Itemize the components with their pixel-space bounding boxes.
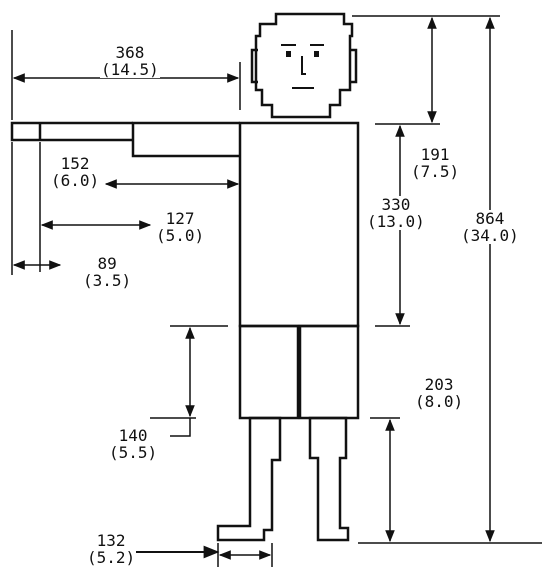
dim-label-127: 127 (5.0) — [155, 209, 206, 245]
dim-imperial: (5.2) — [87, 548, 136, 567]
dim-value: 127 — [165, 209, 195, 228]
nose — [301, 56, 306, 75]
dim-imperial: (3.5) — [83, 271, 132, 290]
dim-value: 140 — [118, 426, 148, 445]
upper-arm — [131, 121, 240, 158]
torso-outline — [238, 121, 360, 328]
dim-value: 864 — [475, 209, 505, 228]
dim-label-203: 203 (8.0) — [414, 375, 465, 411]
right-lower-leg — [308, 416, 350, 542]
dim-value: 203 — [424, 375, 454, 394]
dim-imperial: (13.0) — [367, 212, 425, 231]
dim-value: 330 — [381, 195, 411, 214]
dim-imperial: (7.5) — [411, 162, 460, 181]
right-eye — [314, 51, 319, 57]
dim-label-140: 140 (5.5) — [108, 426, 159, 462]
dim-imperial: (8.0) — [415, 392, 464, 411]
dim-value: 191 — [420, 145, 450, 164]
dim-imperial: (34.0) — [461, 226, 519, 245]
right-ear — [350, 48, 358, 84]
dim-imperial: (6.0) — [51, 171, 100, 190]
left-eye — [286, 51, 291, 57]
left-lower-leg — [216, 416, 282, 542]
right-short-leg — [298, 324, 360, 420]
head-outline — [254, 12, 354, 119]
dim-imperial: (5.5) — [109, 443, 158, 462]
dim-value: 152 — [60, 154, 90, 173]
dim-imperial: (5.0) — [156, 226, 205, 245]
dim-value: 132 — [96, 531, 126, 550]
forearm — [10, 121, 133, 142]
dim-label-191: 191 (7.5) — [410, 145, 461, 181]
dim-value: 368 — [115, 43, 145, 62]
left-ear — [250, 48, 258, 84]
dim-label-132: 132 (5.2) — [86, 531, 137, 567]
dim-label-152: 152 (6.0) — [50, 154, 101, 190]
leader-140 — [170, 418, 191, 437]
dim-imperial: (14.5) — [101, 60, 159, 79]
dim-value: 89 — [97, 254, 117, 273]
dim-label-89: 89 (3.5) — [82, 254, 133, 290]
left-short-leg — [238, 324, 300, 420]
dim-label-368: 368 (14.5) — [100, 44, 160, 78]
dim-label-864: 864 (34.0) — [460, 210, 520, 244]
dim-label-330: 330 (13.0) — [366, 196, 426, 230]
